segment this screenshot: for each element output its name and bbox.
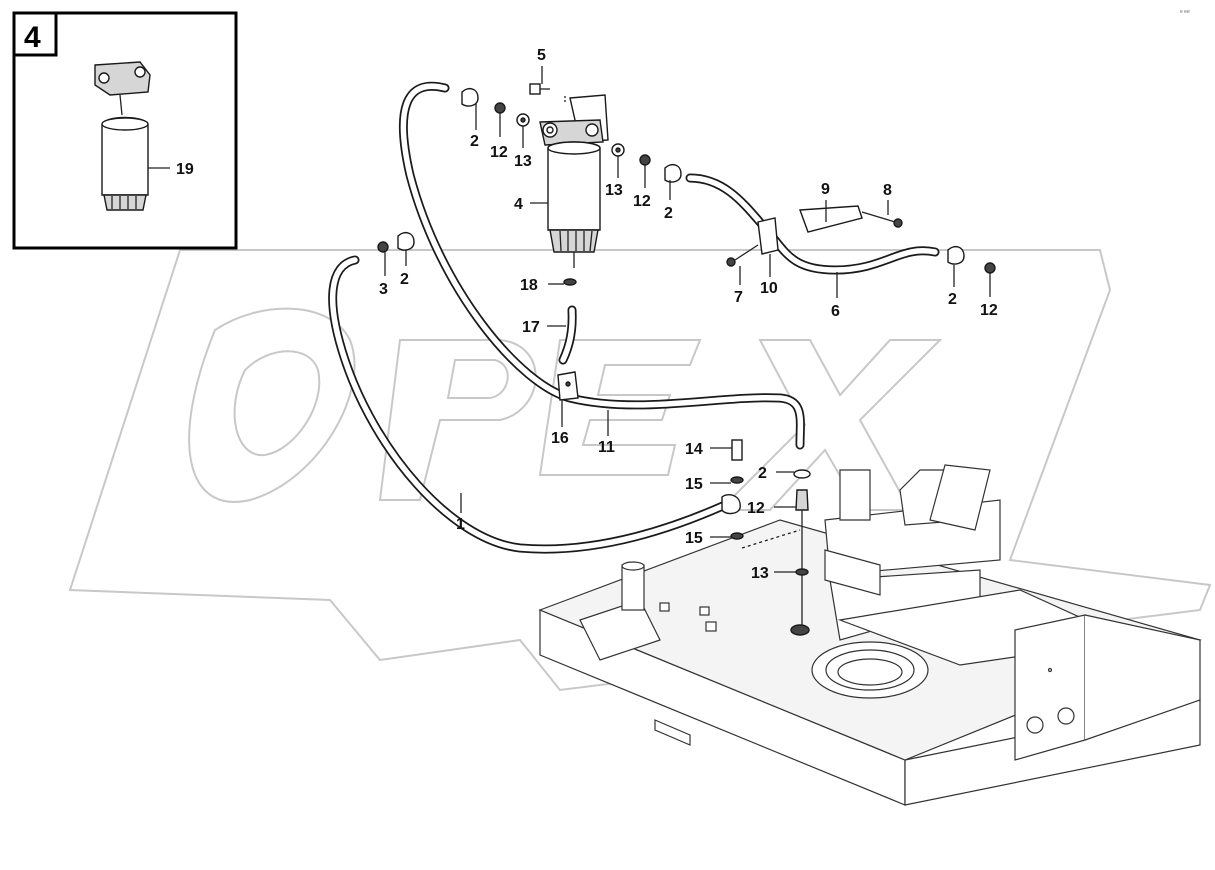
callout-16: 16 bbox=[551, 430, 569, 447]
watermark-logo bbox=[68, 249, 1212, 692]
callout-12: 12 bbox=[633, 193, 651, 210]
callout-13: 13 bbox=[605, 182, 623, 199]
callout-labels: 5 2 12 13 13 12 2 4 9 8 3 2 7 10 6 2 12 … bbox=[379, 47, 998, 582]
callout-6: 6 bbox=[831, 303, 840, 320]
callout-17: 17 bbox=[522, 319, 540, 336]
callout-2: 2 bbox=[758, 465, 767, 482]
callout-11: 11 bbox=[598, 439, 615, 456]
fuel-filter-assembly bbox=[539, 94, 609, 286]
filter-element-icon bbox=[101, 116, 149, 211]
leader-lines bbox=[384, 66, 991, 573]
callout-9: 9 bbox=[821, 181, 830, 198]
callout-1: 1 bbox=[456, 516, 465, 533]
fittings bbox=[377, 83, 996, 636]
filter-head-icon bbox=[94, 61, 151, 116]
callout-15: 15 bbox=[685, 530, 703, 547]
callout-13: 13 bbox=[514, 153, 532, 170]
callout-3: 3 bbox=[379, 281, 388, 298]
callout-12: 12 bbox=[980, 302, 998, 319]
hose-17 bbox=[558, 305, 577, 365]
callout-2: 2 bbox=[400, 271, 409, 288]
hose-11 bbox=[399, 81, 805, 450]
fuel-tank bbox=[538, 464, 1202, 806]
callout-5: 5 bbox=[537, 47, 546, 64]
hose-1 bbox=[328, 255, 730, 554]
callout-18: 18 bbox=[520, 277, 538, 294]
corner-mark: e ee bbox=[1180, 9, 1190, 15]
hose-6 bbox=[685, 173, 940, 275]
callout-13: 13 bbox=[751, 565, 769, 582]
inset-number: 4 bbox=[24, 21, 41, 54]
callout-14: 14 bbox=[685, 441, 703, 458]
callout-12: 12 bbox=[747, 500, 765, 517]
callout-19: 19 bbox=[176, 161, 194, 178]
callout-2: 2 bbox=[948, 291, 957, 308]
inset-number-box bbox=[12, 11, 58, 57]
inset-view: 4 19 bbox=[12, 11, 238, 250]
callout-7: 7 bbox=[734, 289, 743, 306]
callout-15: 15 bbox=[685, 476, 703, 493]
callout-12: 12 bbox=[490, 144, 508, 161]
callout-2: 2 bbox=[470, 133, 479, 150]
callout-4: 4 bbox=[514, 196, 523, 213]
callout-10: 10 bbox=[760, 280, 778, 297]
callout-2: 2 bbox=[664, 205, 673, 222]
callout-8: 8 bbox=[883, 182, 892, 199]
